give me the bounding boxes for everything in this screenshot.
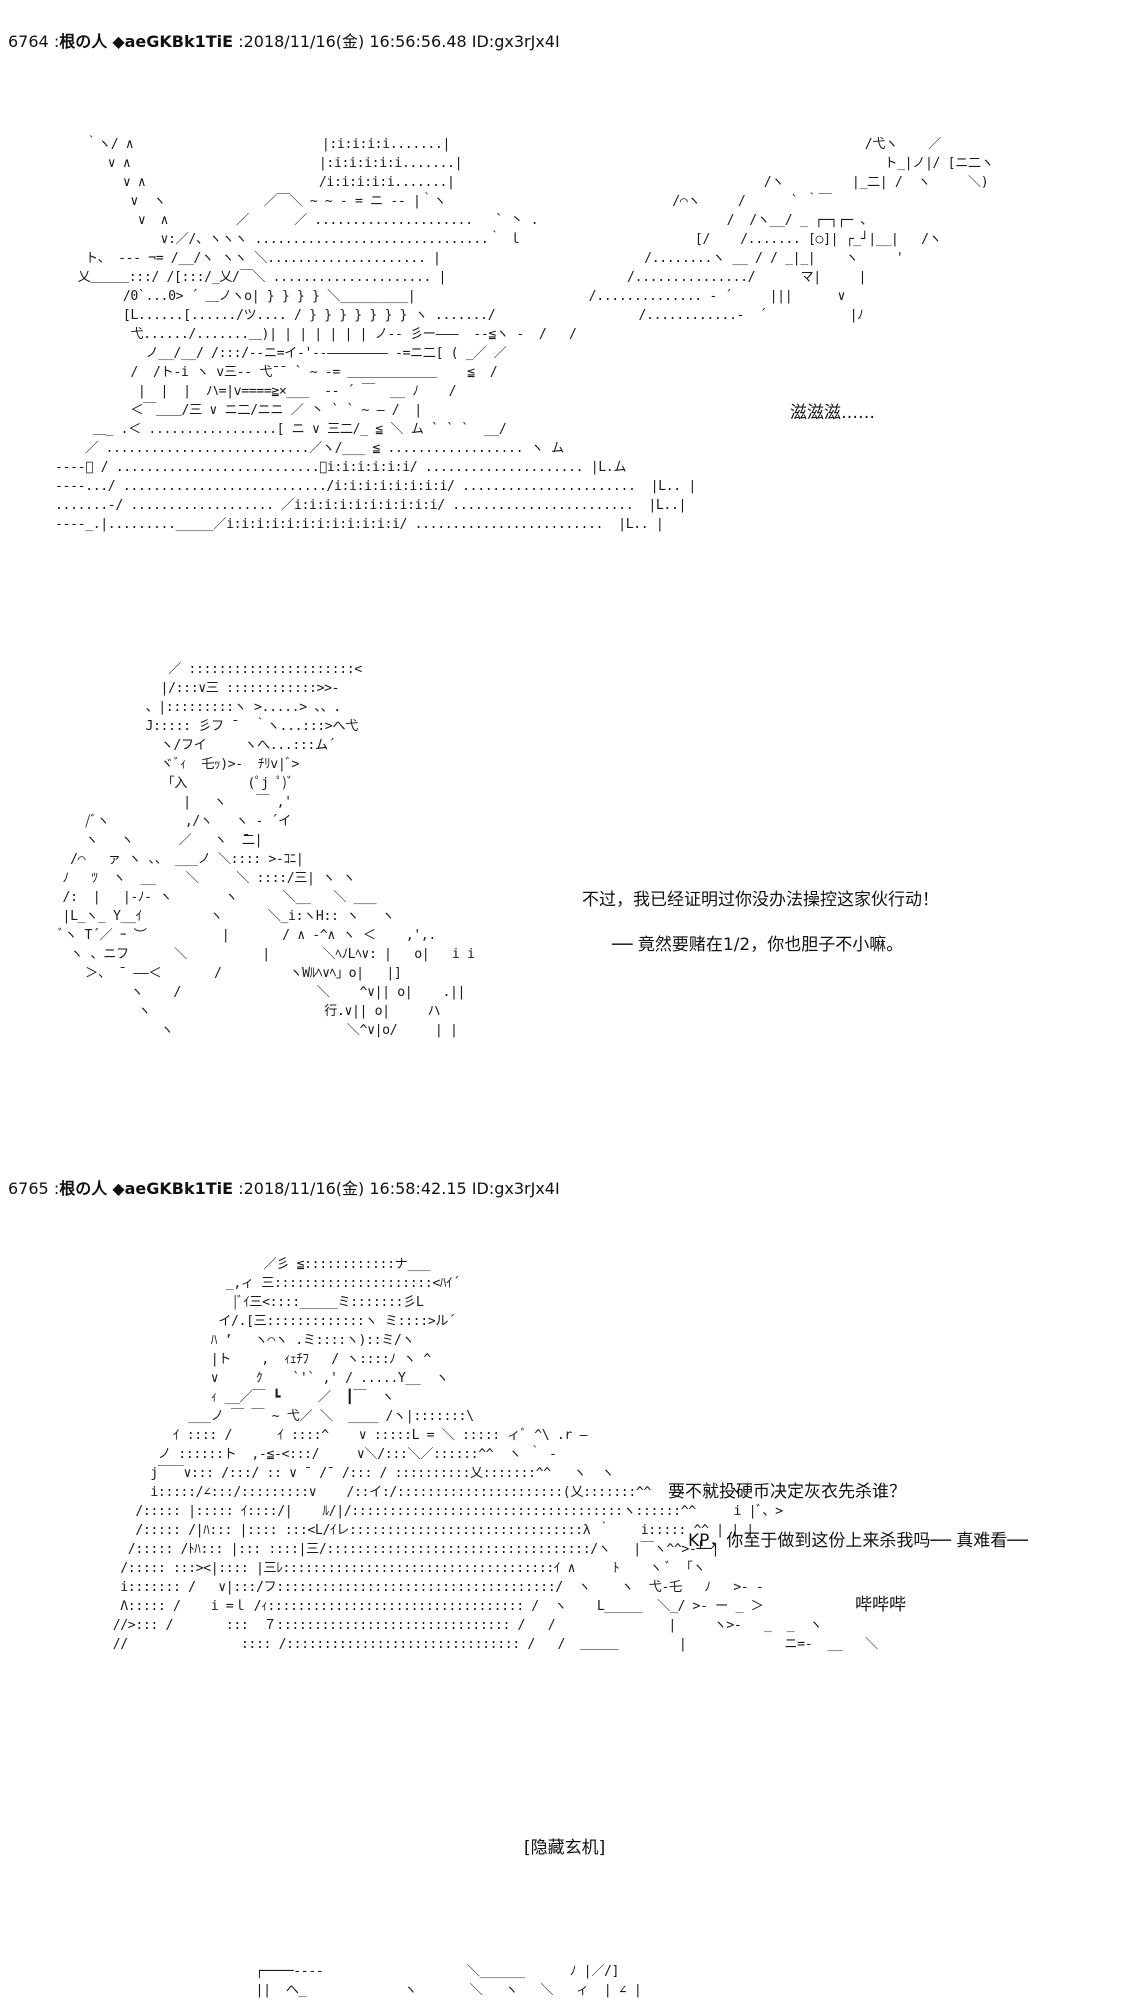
post-id: ID:gx3rJx4I [471, 1179, 560, 1198]
post-datetime: 2018/11/16(金) 16:58:42.15 [243, 1179, 467, 1198]
post-tripcode: ◆aeGKBk1TiE [112, 32, 234, 51]
ascii-art-bottom: ┌────‐‐‐‐ ＼______ ﾉ |／/] || ヘ_ ヽ ＼ ヽ ＼ ィ… [255, 1964, 642, 1998]
ascii-art-battle: ｀ヽ/ ∧ |:i:i:i:i.......| /弋ヽ ／ ∨ ∧ |:i:i:… [55, 137, 994, 532]
ascii-art-gray-coat: ／彡 ≦::::::::::::ナ___ _,ィ 三::::::::::::::… [112, 1257, 879, 1652]
sfx-text: 滋滋滋…… [790, 403, 875, 423]
post-id: ID:gx3rJx4I [471, 32, 560, 51]
post-header: 6764 :根の人 ◆aeGKBk1TiE :2018/11/16(金) 16:… [8, 32, 560, 51]
post-tripcode: ◆aeGKBk1TiE [112, 1179, 234, 1198]
post-number: 6764 [8, 32, 49, 51]
post-number: 6765 [8, 1179, 49, 1198]
ascii-art-boy: ／ ::::::::::::::::::::::< |/:::∨三 ::::::… [55, 662, 475, 1038]
dialogue-line: 要不就投硬币决定灰衣先杀谁？ [668, 1482, 906, 1502]
post-header: 6765 :根の人 ◆aeGKBk1TiE :2018/11/16(金) 16:… [8, 1179, 560, 1198]
dialogue-line: 不过，我已经证明过你没办法操控这家伙行动！ [582, 890, 939, 910]
post-datetime: 2018/11/16(金) 16:56:56.48 [243, 32, 467, 51]
dialogue-line: KP，你至于做到这份上来杀我吗── 真难看── [688, 1531, 1028, 1551]
dialogue-line: ── 竟然要赌在1/2，你也胆子不小嘛。 [612, 935, 904, 955]
post-author-name: 根の人 [59, 1179, 108, 1198]
hidden-hint-label: [隐藏玄机] [524, 1838, 606, 1858]
post-author-name: 根の人 [59, 32, 108, 51]
sfx-text: 哔哔哔 [855, 1595, 906, 1615]
